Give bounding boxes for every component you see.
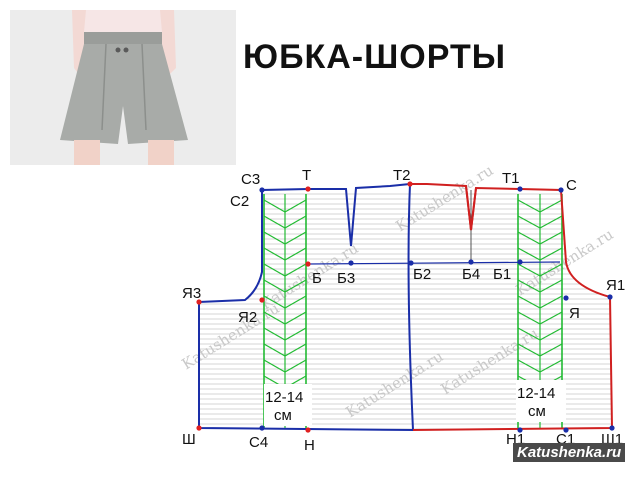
point-t1 [517,186,523,192]
hatch-chevron [539,311,563,325]
point-c3 [259,187,265,193]
label-ya1: Я1 [606,277,625,294]
hatch-chevron [263,263,286,277]
point-b [305,261,311,267]
point-b3 [348,260,354,266]
point-ya1 [607,294,613,300]
hatch-chevron [517,295,541,309]
label-b1: Б1 [493,266,511,283]
label-b4: Б4 [462,266,480,283]
label-ya2: Я2 [238,309,257,326]
hatch-chevron [284,231,307,245]
hatch-chevron [263,295,286,309]
label-b: Б [312,270,322,287]
hatch-chevron [263,311,286,325]
hatch-chevron [284,215,307,229]
hatch-chevron [539,199,563,213]
hatch-chevron [539,247,563,261]
hatch-chevron [263,279,286,293]
label-sh: Ш [182,431,196,448]
hatch-chevron [263,247,286,261]
hatch-chevron [284,199,307,213]
hatch-chevron [539,359,563,373]
hatch-chevron [284,295,307,309]
hatch-chevron [284,343,307,357]
hatch-chevron [517,215,541,229]
label-n: Н [304,437,315,454]
hatch-chevron [517,263,541,277]
back-hatch-note-unit: см [528,403,546,420]
point-t [305,186,311,192]
label-c4: С4 [249,434,268,451]
point-b1 [517,259,523,265]
point-t2 [407,181,413,187]
hatch-chevron [539,231,563,245]
hatch-chevron [539,327,563,341]
label-t: Т [302,167,311,184]
hatch-chevron [263,359,286,373]
point-c [558,187,564,193]
hatch-chevron [517,343,541,357]
hatch-chevron [263,343,286,357]
hatch-chevron [284,263,307,277]
hatch-chevron [284,311,307,325]
hatch-chevron [517,359,541,373]
point-ya3 [196,299,202,305]
hatch-chevron [517,327,541,341]
hatch-chevron [263,199,286,213]
site-credit: Katushenka.ru [513,443,626,462]
hatch-chevron [263,215,286,229]
point-n [305,427,311,433]
point-c4 [259,425,265,431]
label-ya: Я [569,305,580,322]
label-c3: С3 [241,171,260,188]
hatch-chevron [539,263,563,277]
pattern-points [196,181,615,433]
hatch-chevron [284,279,307,293]
hatch-chevron [517,199,541,213]
pattern-labels: С3 Т Т2 Т1 С С2 Б Б3 Б2 Б4 Б1 Я3 Я2 Я1 Я… [182,167,625,454]
hatch-chevron [517,279,541,293]
hatch-chevron [284,327,307,341]
hatch-chevron [263,327,286,341]
back-panel [410,184,612,430]
point-n1 [517,427,523,433]
hatch-chevron [517,247,541,261]
shorts-photo [10,10,236,165]
point-ya2 [259,297,265,303]
hatch-chevron [517,311,541,325]
point-sh1 [609,425,615,431]
label-c: С [566,177,577,194]
front-note-bg [264,384,312,426]
hatch-chevron [539,279,563,293]
hatch-chevron [539,343,563,357]
label-t1: Т1 [502,170,520,187]
point-c1 [563,427,569,433]
front-hatch-note-unit: см [274,407,292,424]
hatch-chevron [517,231,541,245]
label-c2: С2 [230,193,249,210]
skirt-shorts-image [10,10,236,165]
label-b2: Б2 [413,266,431,283]
point-b2 [408,260,414,266]
back-hatch-note-value: 12-14 [517,385,555,402]
hatch-chevron [263,231,286,245]
back-note-bg [516,380,566,422]
back-dart [465,185,477,231]
page-title: ЮБКА-ШОРТЫ [243,38,507,76]
point-ya [563,295,569,301]
point-sh [196,425,202,431]
point-b4 [468,259,474,265]
front-hatch-note-value: 12-14 [265,389,303,406]
label-t2: Т2 [393,167,411,184]
hatch-chevron [539,215,563,229]
hatch-chevron [284,359,307,373]
label-b3: Б3 [337,270,355,287]
hatch-chevron [539,295,563,309]
hatch-chevron [284,247,307,261]
label-ya3: Я3 [182,285,201,302]
